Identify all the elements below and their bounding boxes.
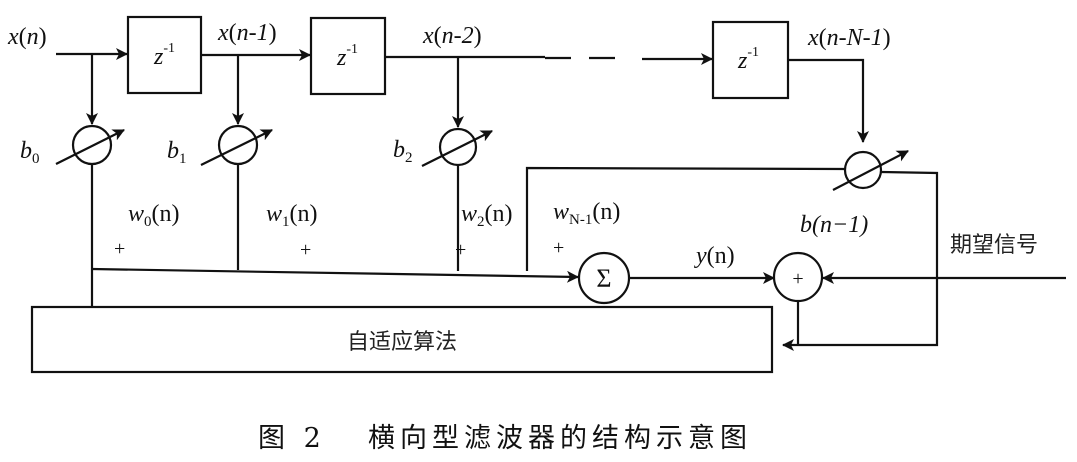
error-feedback-line: [782, 170, 939, 351]
output-label: y(n): [694, 243, 735, 269]
input-signal-label: x(n): [7, 24, 47, 50]
delay-label-n: z-1: [737, 45, 759, 74]
plus-sign-n: +: [553, 237, 564, 259]
adaptive-algorithm-block: [30, 305, 774, 374]
multiplier-2: [421, 127, 493, 167]
weight-label-2: w2(n): [461, 201, 513, 230]
summing-bus: [91, 267, 579, 283]
figure-title: 横向型滤波器的结构示意图: [368, 423, 752, 454]
plus-sign-2: +: [455, 239, 466, 261]
multiplier-1: [200, 124, 273, 166]
tap-signal-label-2: x(n-2): [422, 23, 482, 49]
coefficient-label-2: b2: [393, 137, 413, 166]
svg-text:z-1: z-1: [336, 42, 358, 71]
delay-label-2: z-1: [336, 42, 358, 71]
coefficient-label-1: b1: [167, 138, 187, 167]
weight-label-1: w1(n): [266, 201, 318, 230]
signal-line-n: [788, 58, 869, 143]
delay-label-1: z-1: [153, 41, 175, 70]
adaptive-algorithm-label: 自适应算法: [347, 330, 457, 355]
weight-label-n: wN-1(n): [553, 199, 620, 228]
svg-text:z-1: z-1: [153, 41, 175, 70]
multiplier-0: [55, 124, 125, 166]
weight-line-n: [525, 166, 846, 271]
desired-signal-label: 期望信号: [950, 233, 1038, 258]
sum-symbol: Σ: [596, 264, 611, 293]
multiplier-n: [832, 150, 909, 191]
tap-signal-label-1: x(n-1): [217, 20, 277, 46]
delay-block-n: [711, 20, 790, 100]
weight-label-0: w0(n): [128, 201, 180, 230]
coefficient-label-0: b0: [20, 138, 40, 167]
plus-sign-1: +: [300, 239, 311, 261]
figure-number: 图 2: [258, 423, 326, 454]
tap-signal-label-n: x(n-N-1): [807, 25, 891, 51]
plus-sign-0: +: [114, 238, 125, 260]
adder-plus: +: [792, 268, 803, 290]
feedback-label: b(n−1): [800, 212, 868, 238]
svg-text:z-1: z-1: [737, 45, 759, 74]
